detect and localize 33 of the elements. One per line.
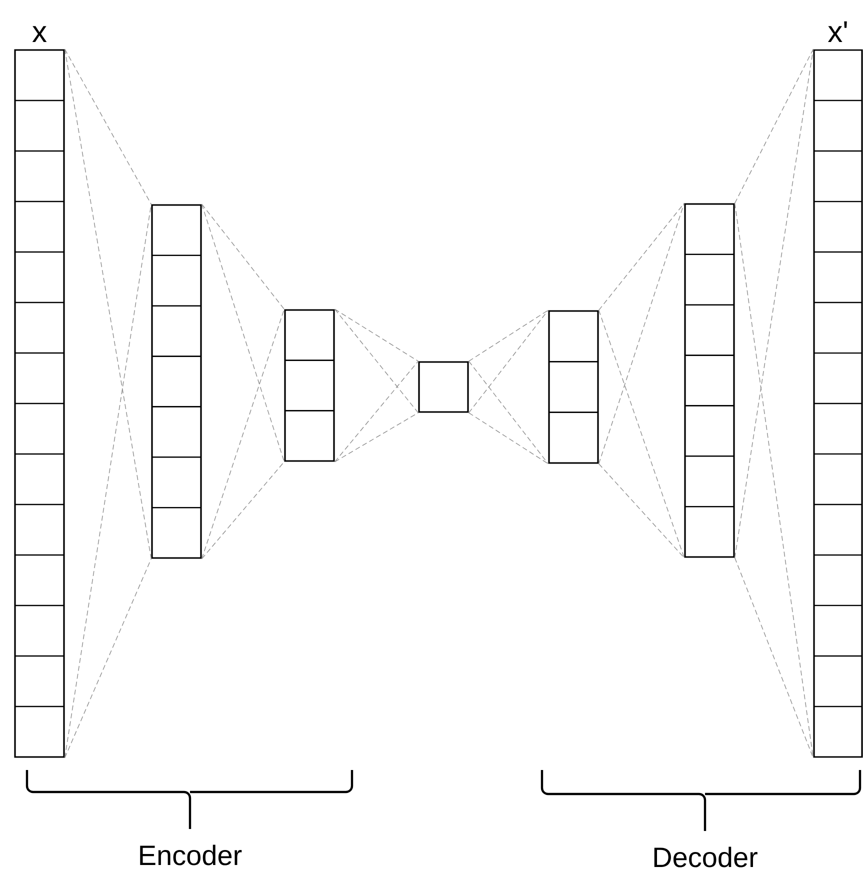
layer-label: x' [828, 21, 847, 42]
connection-line [64, 558, 152, 758]
connection-line [201, 308, 285, 560]
connection-line [64, 204, 152, 758]
connection-line [334, 360, 419, 462]
connection-line [734, 557, 814, 758]
neuron-column [548, 310, 599, 464]
connection-line [734, 48, 814, 558]
connection-line [64, 48, 152, 560]
connection-line [334, 412, 419, 462]
neuron-column [418, 361, 469, 413]
connection-line [598, 202, 685, 464]
layer-label: x [32, 26, 47, 42]
connection-line [468, 310, 549, 362]
connection-line [598, 310, 685, 558]
section-label: Encoder [140, 844, 242, 866]
connection-line [734, 48, 814, 204]
connection-line [201, 204, 285, 310]
section-label: Decoder [654, 846, 758, 868]
connection-line [334, 308, 419, 414]
connection-line [334, 308, 419, 362]
connection-line [64, 48, 152, 205]
connection-line [734, 202, 814, 758]
connection-line [468, 412, 549, 464]
connection-line [598, 202, 685, 311]
neuron-column [684, 203, 735, 558]
neuron-column [284, 309, 335, 462]
connection-line [468, 360, 549, 464]
connection-line [201, 461, 285, 560]
connection-line [598, 463, 685, 558]
connection-line [201, 204, 285, 462]
connection-line [468, 310, 549, 414]
neuron-column [151, 204, 202, 559]
